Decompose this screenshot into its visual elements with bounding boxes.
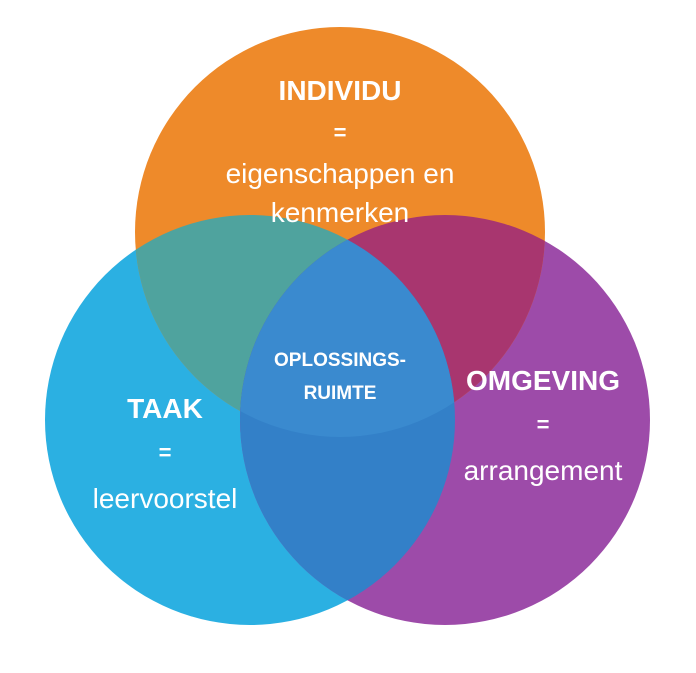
taak-title: TAAK bbox=[127, 393, 203, 424]
individu-line1: eigenschappen en bbox=[226, 158, 455, 189]
individu-line2: kenmerken bbox=[271, 197, 410, 228]
omgeving-equals: = bbox=[537, 412, 550, 437]
individu-title: INDIVIDU bbox=[279, 75, 402, 106]
individu-equals: = bbox=[334, 120, 347, 145]
taak-equals: = bbox=[159, 440, 172, 465]
taak-line1: leervoorstel bbox=[93, 483, 238, 514]
center-line1: OPLOSSINGS- bbox=[274, 350, 406, 371]
omgeving-line1: arrangement bbox=[464, 455, 623, 486]
omgeving-title: OMGEVING bbox=[466, 365, 620, 396]
center-line2: RUIMTE bbox=[304, 383, 377, 404]
